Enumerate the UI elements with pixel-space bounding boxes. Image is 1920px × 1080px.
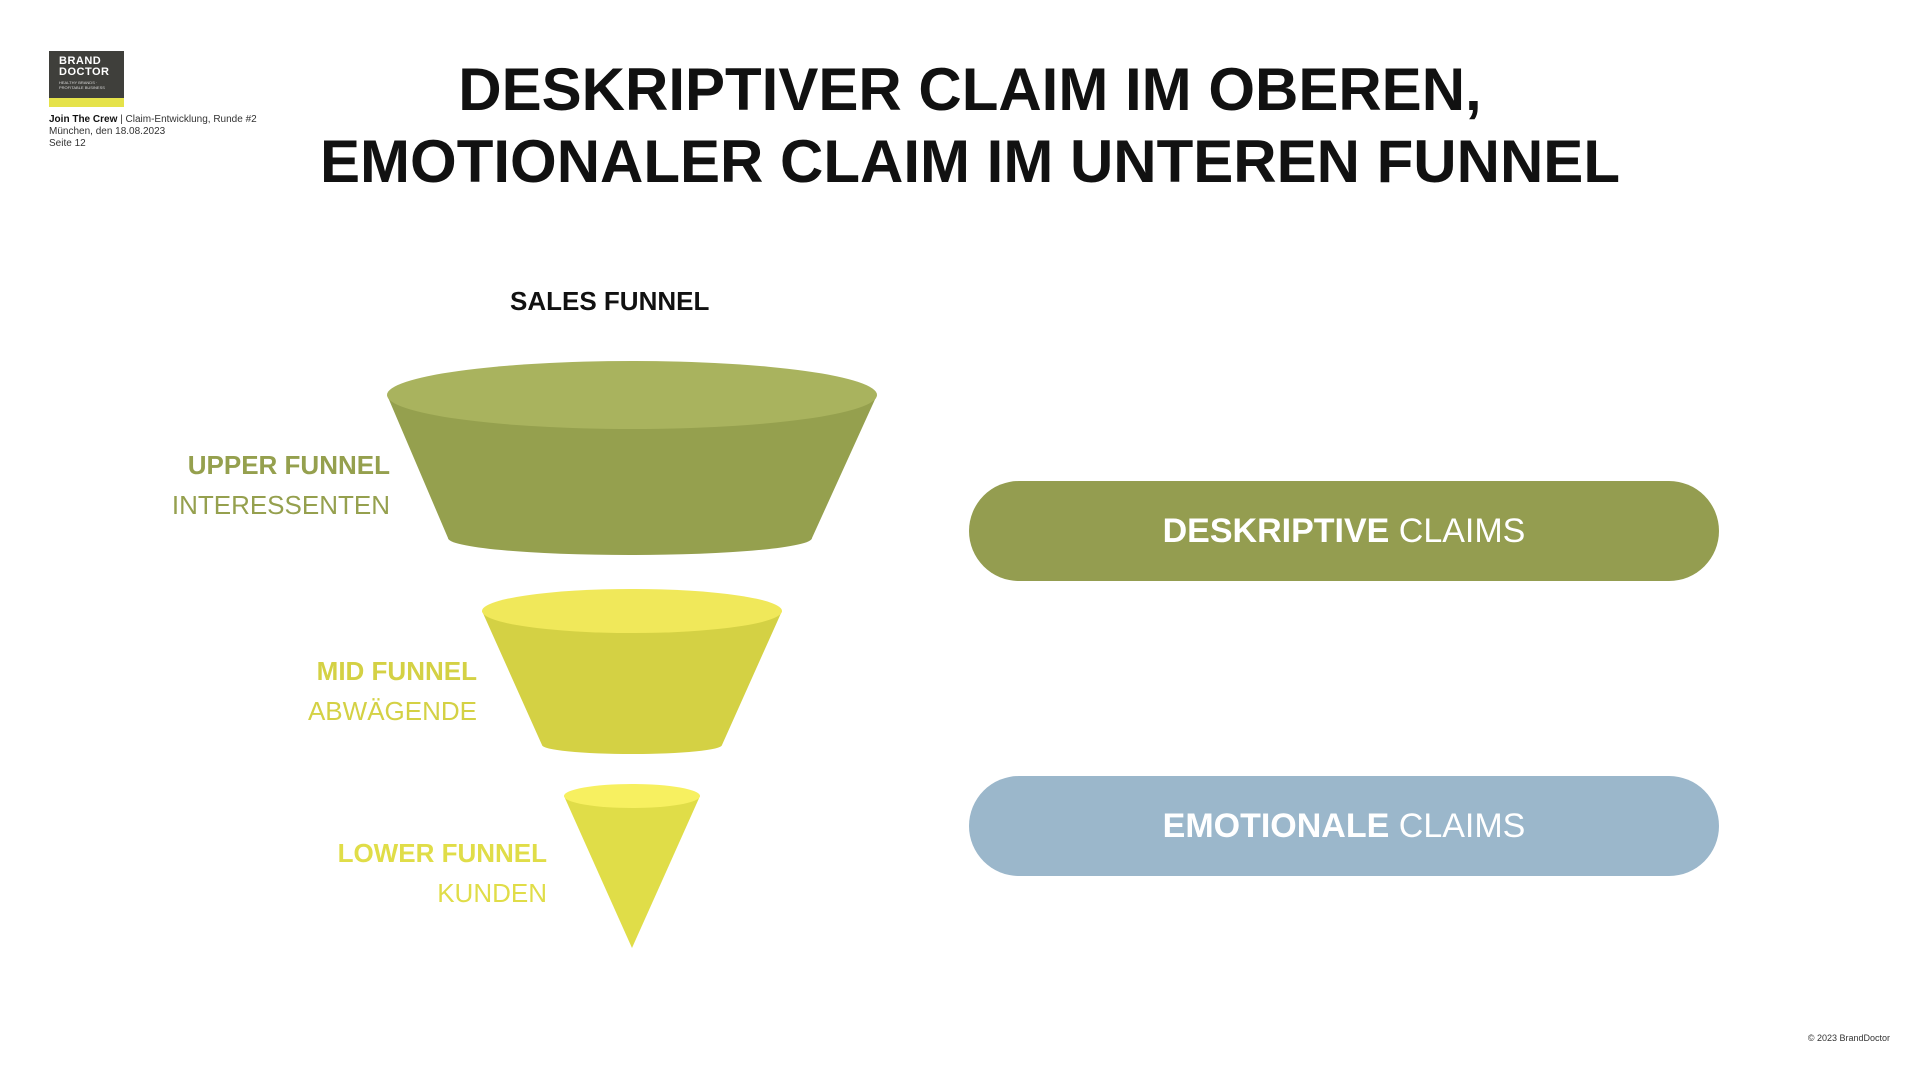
title-line-1: DESKRIPTIVER CLAIM IM OBEREN, — [458, 56, 1482, 123]
emotional-claims-rest: CLAIMS — [1389, 807, 1526, 845]
descriptive-claims-rest: CLAIMS — [1389, 512, 1526, 550]
funnel-lower-body — [564, 796, 700, 948]
funnel-upper-body — [387, 395, 877, 555]
meta-project: Join The Crew — [49, 114, 118, 125]
descriptive-claims-pill: DESKRIPTIVE CLAIMS — [969, 481, 1719, 581]
emotional-claims-bold: EMOTIONALE — [1162, 807, 1390, 845]
stage-mid-sub: ABWÄGENDE — [307, 696, 477, 726]
stage-label-upper: UPPER FUNNEL INTERESSENTEN — [172, 450, 390, 522]
funnel-segment-upper — [387, 361, 877, 555]
meta-date: München, den 18.08.2023 — [49, 126, 166, 137]
funnel-heading: SALES FUNNEL — [510, 286, 710, 316]
slide-title: DESKRIPTIVER CLAIM IM OBEREN, EMOTIONALE… — [260, 54, 1680, 198]
logo-text-doctor: DOCTOR — [59, 66, 110, 78]
stage-label-lower: LOWER FUNNEL KUNDEN — [338, 838, 547, 910]
logo-text-brand: BRAND — [59, 55, 102, 67]
funnel-segment-lower — [564, 784, 700, 948]
emotional-claims-pill: EMOTIONALE CLAIMS — [969, 776, 1719, 876]
funnel-upper-top — [387, 361, 877, 429]
stage-upper-sub: INTERESSENTEN — [171, 490, 390, 520]
stage-lower-sub: KUNDEN — [437, 878, 547, 908]
funnel-mid-body — [482, 611, 782, 754]
meta-page: Seite 12 — [49, 138, 86, 149]
copyright-notice: © 2023 BrandDoctor — [1807, 1033, 1890, 1043]
stage-label-mid: MID FUNNEL ABWÄGENDE — [308, 656, 477, 728]
meta-subtitle: | Claim-Entwicklung, Runde #2 — [117, 114, 257, 125]
stage-mid-name: MID FUNNEL — [316, 656, 477, 686]
descriptive-claims-bold: DESKRIPTIVE — [1162, 512, 1390, 550]
funnel-mid-top — [482, 589, 782, 633]
stage-upper-name: UPPER FUNNEL — [187, 450, 390, 480]
stage-lower-name: LOWER FUNNEL — [337, 838, 547, 868]
funnel-segment-mid — [482, 589, 782, 754]
title-line-2: EMOTIONALER CLAIM IM UNTEREN FUNNEL — [320, 128, 1620, 195]
funnel-lower-top — [564, 784, 700, 808]
meta-project-line: Join The Crew | Claim-Entwicklung, Runde… — [49, 114, 257, 126]
slide-meta: Join The Crew | Claim-Entwicklung, Runde… — [49, 114, 257, 150]
brand-logo: BRAND DOCTOR HEALTHY BRANDS · PROFITABLE… — [49, 51, 124, 107]
logo-tagline: HEALTHY BRANDS · PROFITABLE BUSINESS — [59, 80, 105, 90]
